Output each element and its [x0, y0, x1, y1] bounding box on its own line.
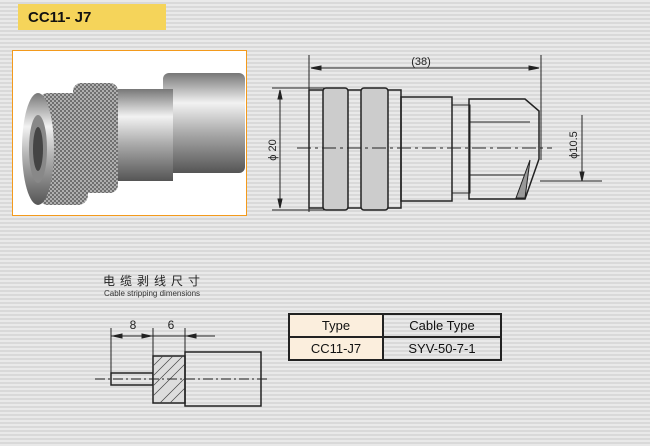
cell-cable-type: SYV-50-7-1 [382, 336, 502, 361]
nut-diameter-label: ϕ10.5 [568, 131, 580, 159]
product-photo [12, 50, 247, 216]
header-type: Type [288, 313, 384, 338]
body-diameter-label: ϕ 20 [267, 139, 279, 160]
cable-stripping-drawing [95, 328, 270, 407]
connector-side-view [272, 55, 602, 212]
table-row: CC11-J7 SYV-50-7-1 [288, 336, 502, 361]
cable-type-table: Type Cable Type CC11-J7 SYV-50-7-1 [288, 313, 502, 361]
connector-photo-illustration [22, 73, 245, 205]
cell-type: CC11-J7 [288, 336, 384, 361]
stripping-title-cn: 电缆剥线尺寸 [103, 274, 206, 288]
strip-dimension-8: 8 [130, 318, 137, 332]
length-label: (38) [411, 56, 431, 68]
strip-dimension-6: 6 [168, 318, 175, 332]
header-cable-type: Cable Type [382, 313, 502, 338]
stripping-title-en: Cable stripping dimensions [104, 289, 201, 298]
model-title: CC11- J7 [28, 9, 92, 26]
table-header-row: Type Cable Type [288, 313, 502, 338]
model-badge: CC11- J7 [18, 4, 166, 30]
